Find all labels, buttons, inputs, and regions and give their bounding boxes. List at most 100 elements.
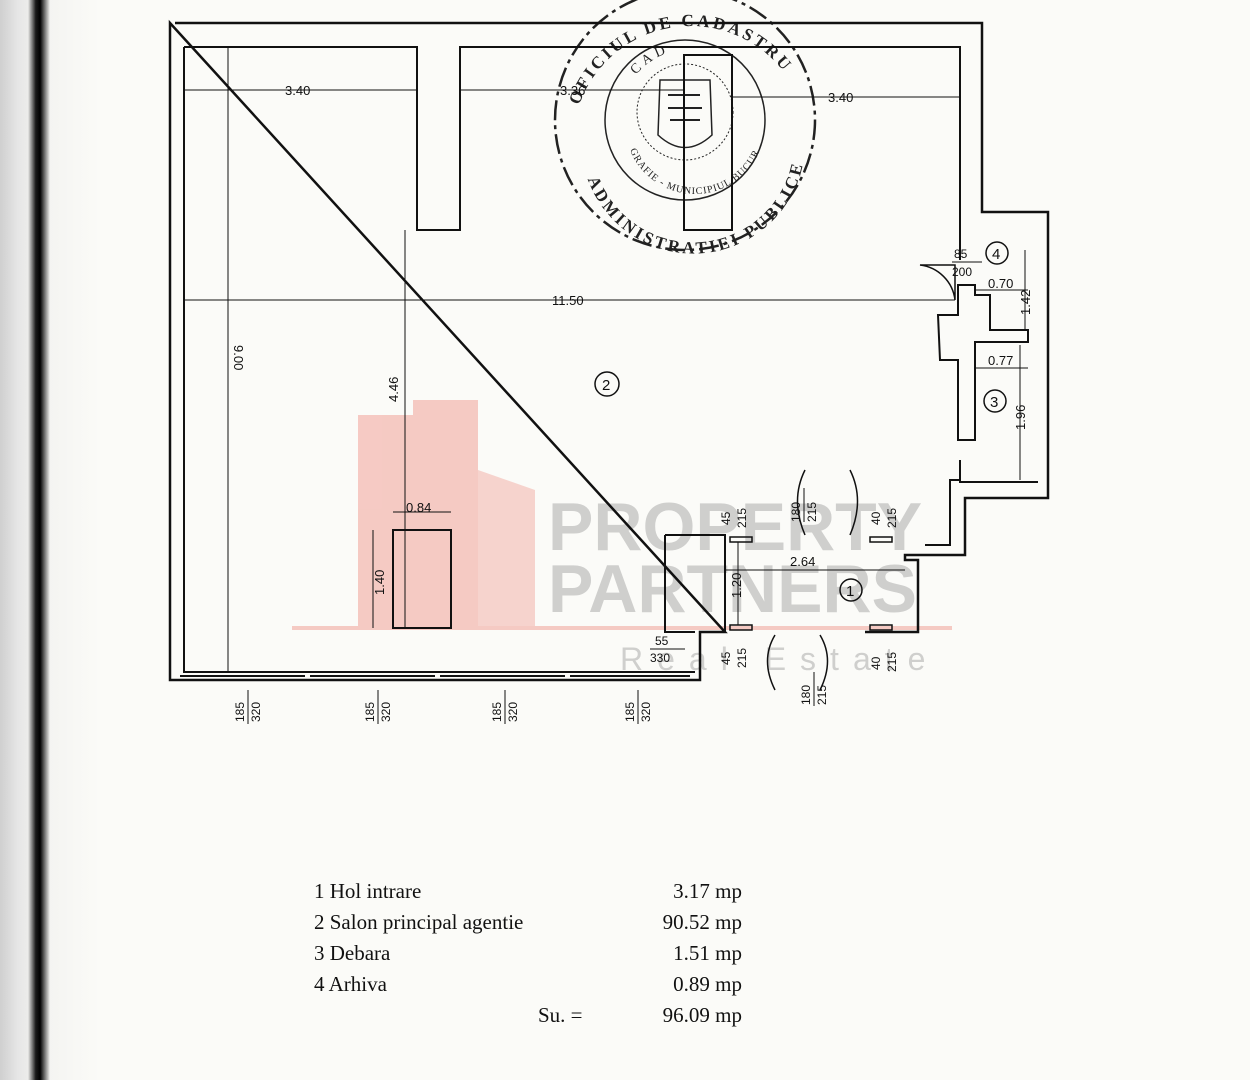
legend-area: 90.52 mp	[662, 910, 742, 934]
legend-label: 2 Salon principal agentie	[314, 910, 524, 934]
svg-text:200: 200	[952, 265, 972, 279]
legend-row-hol: 1 Hol intrare 3.17 mp	[310, 876, 750, 907]
doors	[729, 264, 956, 691]
svg-text:215: 215	[735, 508, 749, 528]
sidelight-tr-label: 40 215	[869, 508, 899, 528]
legend-row-salon: 2 Salon principal agentie 90.52 mp	[310, 907, 750, 938]
dim-width: 11.50	[552, 293, 584, 308]
svg-text:180: 180	[799, 685, 813, 705]
watermark-bar-1	[358, 415, 413, 630]
panel-label: 55 330	[650, 634, 685, 665]
window-2-label: 185 320	[363, 690, 393, 724]
svg-text:215: 215	[885, 508, 899, 528]
svg-text:215: 215	[885, 652, 899, 672]
legend-row-arhiva: 4 Arhiva 0.89 mp	[310, 969, 750, 1000]
sidelight-tl-label: 45 215	[719, 508, 749, 528]
dim-hall-width: 2.64	[790, 554, 815, 569]
svg-text:185: 185	[233, 702, 247, 722]
property-partners-watermark: PROPERTY PARTNERS Real Estate	[292, 400, 952, 677]
legend-area: 0.89 mp	[673, 972, 742, 996]
archive-debara-walls	[936, 284, 1029, 441]
room-2-number: 2	[602, 377, 610, 394]
svg-text:85: 85	[954, 247, 968, 261]
scan-binding-edge	[28, 0, 50, 1080]
watermark-baseline	[292, 626, 952, 630]
walls	[168, 19, 1050, 682]
window-3-label: 185 320	[490, 690, 520, 724]
room-3-number: 3	[990, 394, 998, 411]
legend-row-debara: 3 Debara 1.51 mp	[310, 938, 750, 969]
svg-text:180: 180	[789, 502, 803, 522]
dim-top-mid: 3.36	[560, 83, 585, 98]
sidelight-br	[869, 624, 893, 631]
dimension-lines	[184, 47, 1028, 672]
opening-labels: 185 320 185 320 185 320 185 320 180	[233, 247, 982, 724]
cabinet	[392, 529, 452, 629]
room-2-marker	[594, 371, 620, 397]
stamp-text-bottom: ADMINISTRATIEI PUBLICE	[584, 159, 808, 258]
sidelight-bl	[729, 624, 753, 631]
legend-area: 3.17 mp	[673, 879, 742, 903]
window-1-label: 185 320	[233, 690, 263, 724]
legend-label: 4 Arhiva	[314, 972, 387, 996]
dim-hall-height: 1.20	[729, 573, 744, 598]
svg-text:215: 215	[735, 648, 749, 668]
svg-text:320: 320	[506, 702, 520, 722]
inner-wall	[184, 46, 1038, 546]
legend-total-label: Su. =	[538, 1003, 583, 1027]
stamp-outer-ring	[553, 0, 817, 252]
dimension-labels: 3.40 3.36 3.40 11.50 9.00 4.46 0.84 1.40…	[231, 83, 1033, 598]
watermark-line1: PROPERTY	[548, 489, 922, 565]
room-area-legend: 1 Hol intrare 3.17 mp 2 Salon principal …	[310, 876, 750, 1031]
entrance-vestibule	[664, 534, 726, 633]
column-north	[683, 54, 733, 231]
dim-archive-height: 1.42	[1018, 290, 1033, 315]
sidelight-tr	[869, 536, 893, 543]
svg-text:215: 215	[805, 502, 819, 522]
svg-text:45: 45	[719, 651, 733, 665]
sidelight-tl	[729, 536, 753, 543]
svg-text:320: 320	[249, 702, 263, 722]
dim-archive-width: 0.70	[988, 276, 1013, 291]
dim-top-left: 3.40	[285, 83, 310, 98]
watermark-line2: PARTNERS	[548, 551, 917, 627]
door-inner-label: 180 215	[789, 488, 819, 522]
room-4-marker	[985, 241, 1009, 265]
dim-debara-width: 0.77	[988, 353, 1013, 368]
dim-cabinet-height: 1.40	[372, 570, 387, 595]
svg-text:40: 40	[869, 656, 883, 670]
svg-text:185: 185	[363, 702, 377, 722]
scan-margin-shadow	[0, 0, 100, 1080]
room-1-marker	[839, 578, 863, 602]
svg-text:185: 185	[623, 702, 637, 722]
outer-wall	[168, 19, 1050, 682]
room-markers: 2 1 3 4	[594, 241, 1009, 602]
dim-cabinet-width: 0.84	[406, 500, 431, 515]
legend-label: 1 Hol intrare	[314, 879, 422, 903]
svg-text:40: 40	[869, 511, 883, 525]
inner-wall-west	[183, 47, 695, 673]
door-outer-swing	[766, 634, 829, 691]
room-4-number: 4	[992, 246, 1000, 263]
sidelight-bl-label: 45 215	[719, 648, 749, 668]
archive-door-label: 85 200	[952, 247, 982, 279]
legend-total-area: 96.09 mp	[662, 1003, 742, 1027]
svg-text:320: 320	[639, 702, 653, 722]
svg-text:320: 320	[379, 702, 393, 722]
dim-mid-height: 4.46	[386, 377, 401, 402]
door-inner-swing	[796, 469, 859, 536]
sidelight-br-label: 40 215	[869, 652, 899, 672]
svg-text:55: 55	[655, 634, 669, 648]
stamp-shield	[657, 79, 713, 149]
svg-text:215: 215	[815, 685, 829, 705]
stamp-text-top: OFICIUL DE CADASTRU	[565, 11, 797, 107]
dim-debara-height: 1.96	[1013, 405, 1028, 430]
dim-top-right: 3.40	[828, 90, 853, 105]
door-outer-label: 180 215	[799, 672, 829, 706]
legend-area: 1.51 mp	[673, 941, 742, 965]
room-1-number: 1	[846, 583, 854, 600]
watermark-bar-3	[478, 470, 535, 630]
room-3-marker	[983, 389, 1007, 413]
